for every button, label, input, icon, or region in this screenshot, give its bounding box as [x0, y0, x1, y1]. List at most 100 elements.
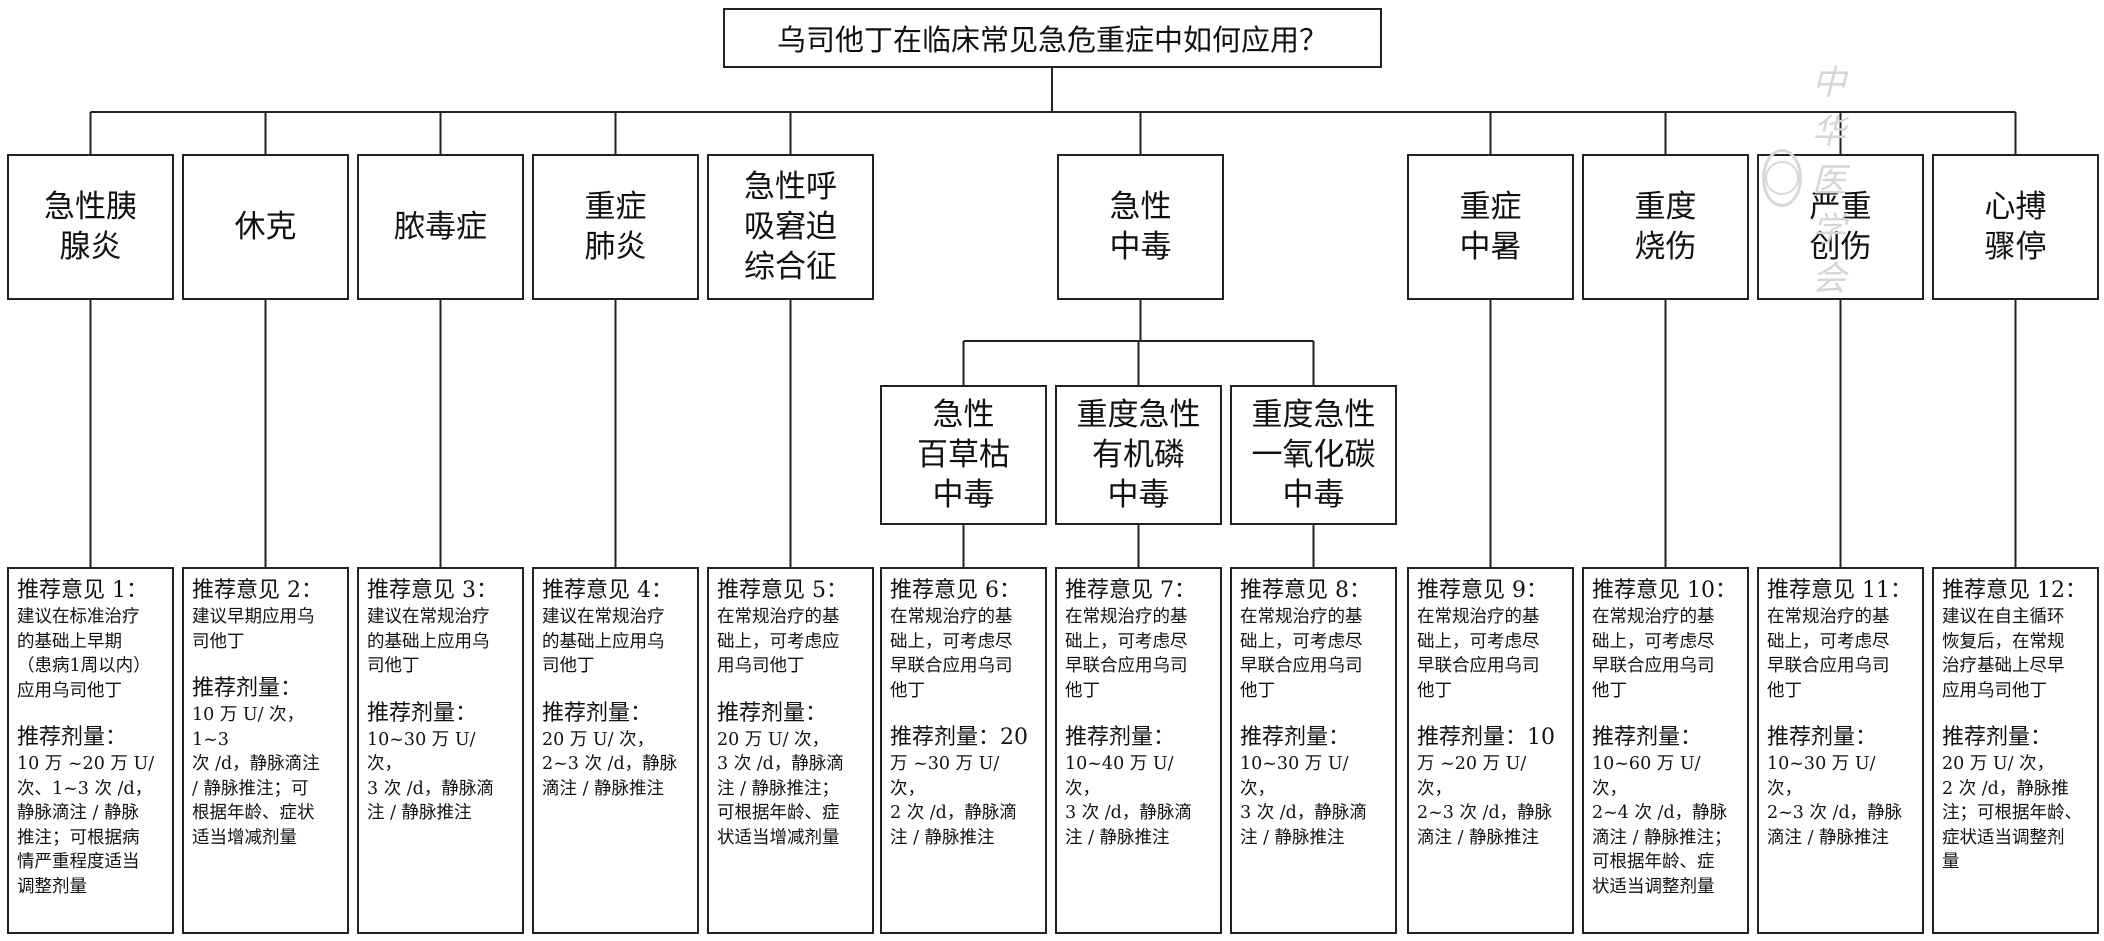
- dose-text-line: 静脉滴注 / 静脉: [17, 803, 140, 823]
- dose-text-line: 2 次 /d，静脉推: [1942, 778, 2069, 799]
- dose-text-line: 注 / 静脉推注: [1240, 827, 1345, 848]
- recommendation-text-line: 他丁: [1240, 680, 1275, 701]
- category-label-line: 重症: [584, 189, 647, 225]
- category-label-line: 腺炎: [59, 229, 122, 265]
- recommendation-text-line: 础上，可考虑尽: [1417, 631, 1540, 652]
- category-label-line: 综合征: [744, 249, 837, 285]
- recommendation-box: 推荐意见 8：在常规治疗的基础上，可考虑尽早联合应用乌司他丁推荐剂量：10~30…: [1230, 567, 1397, 934]
- recommendation-heading: 推荐意见 3：: [367, 578, 498, 603]
- dose-text-line: 2~4 次 /d，静脉: [1592, 803, 1728, 823]
- category-label-line: 急性: [1109, 189, 1172, 225]
- recommendation-text-line: 的基础上早期: [17, 631, 122, 652]
- dose-text-line: 可根据年龄、症: [1592, 852, 1715, 872]
- dose-heading: 推荐剂量：: [17, 725, 128, 750]
- dose-text-line: 20 万 U/ 次，: [1942, 754, 2055, 774]
- chart-title: 乌司他丁在临床常见急危重症中如何应用？: [723, 8, 1382, 68]
- recommendation-text-line: 应用乌司他丁: [1942, 680, 2047, 701]
- recommendation-text-line: 他丁: [1767, 680, 1802, 701]
- recommendation-text-line: 早联合应用乌司: [1240, 656, 1363, 676]
- recommendation-text-line: 建议在自主循环: [1942, 607, 2065, 627]
- category-box: 脓毒症: [357, 154, 524, 300]
- subcategory-label: 急性百草枯中毒: [917, 395, 1010, 515]
- spacer: [17, 703, 166, 724]
- subcategory-label-line: 有机磷: [1092, 437, 1185, 473]
- recommendation-text-line: 在常规治疗的基: [717, 607, 840, 627]
- recommendation-text-line: 在常规治疗的基: [1065, 607, 1188, 627]
- recommendation-text-line: 在常规治疗的基: [1240, 607, 1363, 627]
- category-box: 急性胰腺炎: [7, 154, 174, 300]
- dose-text-line: 3 次 /d，静脉滴: [367, 778, 494, 799]
- dose-text-line: 注；可根据年龄、: [1942, 803, 2082, 823]
- recommendation-heading: 推荐意见 6：: [890, 578, 1021, 603]
- category-box: 心搏骤停: [1932, 154, 2099, 300]
- recommendation-text-line: 在常规治疗的基: [1417, 607, 1540, 627]
- category-label-line: 肺炎: [584, 229, 647, 265]
- category-label-line: 中毒: [1109, 229, 1172, 265]
- recommendation-text-line: 建议在常规治疗: [542, 607, 665, 627]
- category-label: 重度烧伤: [1635, 187, 1697, 267]
- dose-text-line: 2~3 次 /d，静脉: [1417, 803, 1553, 823]
- spacer: [1767, 703, 1916, 724]
- dose-text-line: 万 ~20 万 U/ 次，: [1417, 754, 1527, 799]
- dose-text-line: 10~30 万 U/ 次，: [1767, 754, 1876, 799]
- dose-heading: 推荐剂量：: [1942, 725, 2053, 750]
- subcategory-box: 重度急性一氧化碳中毒: [1230, 385, 1397, 525]
- recommendation-text-line: 早联合应用乌司: [1592, 656, 1715, 676]
- spacer: [1942, 703, 2091, 724]
- category-box: 重症肺炎: [532, 154, 699, 300]
- recommendation-text-line: 他丁: [1592, 680, 1627, 701]
- recommendation-box: 推荐意见 3：建议在常规治疗的基础上应用乌司他丁推荐剂量：10~30 万 U/ …: [357, 567, 524, 934]
- recommendation-text-line: 司他丁: [192, 631, 245, 652]
- recommendation-box: 推荐意见 1：建议在标准治疗的基础上早期（患病1周以内）应用乌司他丁推荐剂量：1…: [7, 567, 174, 934]
- spacer: [367, 679, 516, 700]
- dose-heading: 推荐剂量：: [1240, 725, 1351, 750]
- recommendation-box: 推荐意见 10：在常规治疗的基础上，可考虑尽早联合应用乌司他丁推荐剂量：10~6…: [1582, 567, 1749, 934]
- category-label: 严重创伤: [1810, 187, 1872, 267]
- chart-title-text: 乌司他丁在临床常见急危重症中如何应用？: [776, 23, 1328, 57]
- category-label: 重症中暑: [1460, 187, 1522, 267]
- dose-text-line: 10~40 万 U/ 次，: [1065, 754, 1174, 799]
- subcategory-box: 急性百草枯中毒: [880, 385, 1047, 525]
- recommendation-text-line: 用乌司他丁: [717, 656, 805, 676]
- category-label: 脓毒症: [394, 207, 487, 247]
- subcategory-box: 重度急性有机磷中毒: [1055, 385, 1222, 525]
- spacer: [717, 679, 866, 700]
- dose-text-line: 3 次 /d，静脉滴: [1065, 803, 1192, 823]
- category-label: 急性胰腺炎: [44, 187, 137, 267]
- subcategory-label-line: 百草枯: [917, 437, 1010, 473]
- recommendation-heading: 推荐意见 2：: [192, 578, 323, 603]
- recommendation-heading: 推荐意见 11：: [1767, 578, 1912, 603]
- category-box: 重症中暑: [1407, 154, 1574, 300]
- recommendation-text-line: 础上，可考虑尽: [1065, 631, 1188, 652]
- category-box: 重度烧伤: [1582, 154, 1749, 300]
- recommendation-heading: 推荐意见 4：: [542, 578, 673, 603]
- category-label: 重症肺炎: [585, 187, 647, 267]
- recommendation-text-line: 在常规治疗的基: [1592, 607, 1715, 627]
- dose-heading: 推荐剂量：: [1065, 725, 1176, 750]
- recommendation-text-line: 础上，可考虑尽: [1240, 631, 1363, 652]
- category-label-line: 心搏: [1984, 189, 2047, 225]
- dose-text-line: 注 / 静脉推注: [890, 827, 995, 848]
- dose-text-line: 10 万 U/ 次，1~3: [192, 705, 305, 750]
- dose-text-line: 10~30 万 U/ 次，: [1240, 754, 1349, 799]
- dose-text-line: 根据年龄、症状: [192, 803, 315, 823]
- category-box: 急性呼吸窘迫综合征: [707, 154, 874, 300]
- dose-text-line: 3 次 /d，静脉滴: [1240, 803, 1367, 823]
- dose-text-line: 调整剂量: [17, 876, 87, 897]
- category-label-line: 骤停: [1984, 229, 2047, 265]
- spacer: [1240, 703, 1389, 724]
- dose-text-line: 注 / 静脉推注: [1065, 827, 1170, 848]
- recommendation-heading: 推荐意见 12：: [1942, 578, 2087, 603]
- recommendation-text-line: 础上，可考虑尽: [1767, 631, 1890, 652]
- dose-text-line: 量: [1942, 852, 1960, 872]
- category-label-line: 急性呼: [744, 169, 837, 205]
- dose-heading: 推荐剂量：: [717, 700, 828, 726]
- recommendation-text-line: 司他丁: [367, 656, 420, 676]
- recommendation-text-line: 早联合应用乌司: [1065, 656, 1188, 676]
- dose-text-line: / 静脉推注；可: [192, 778, 309, 799]
- recommendation-text-line: 他丁: [890, 680, 925, 701]
- recommendation-text-line: 建议早期应用乌: [192, 607, 315, 627]
- dose-text-line: 2 次 /d，静脉滴: [890, 803, 1017, 823]
- dose-heading: 推荐剂量：: [192, 676, 303, 701]
- recommendation-text-line: 的基础上应用乌: [542, 631, 665, 652]
